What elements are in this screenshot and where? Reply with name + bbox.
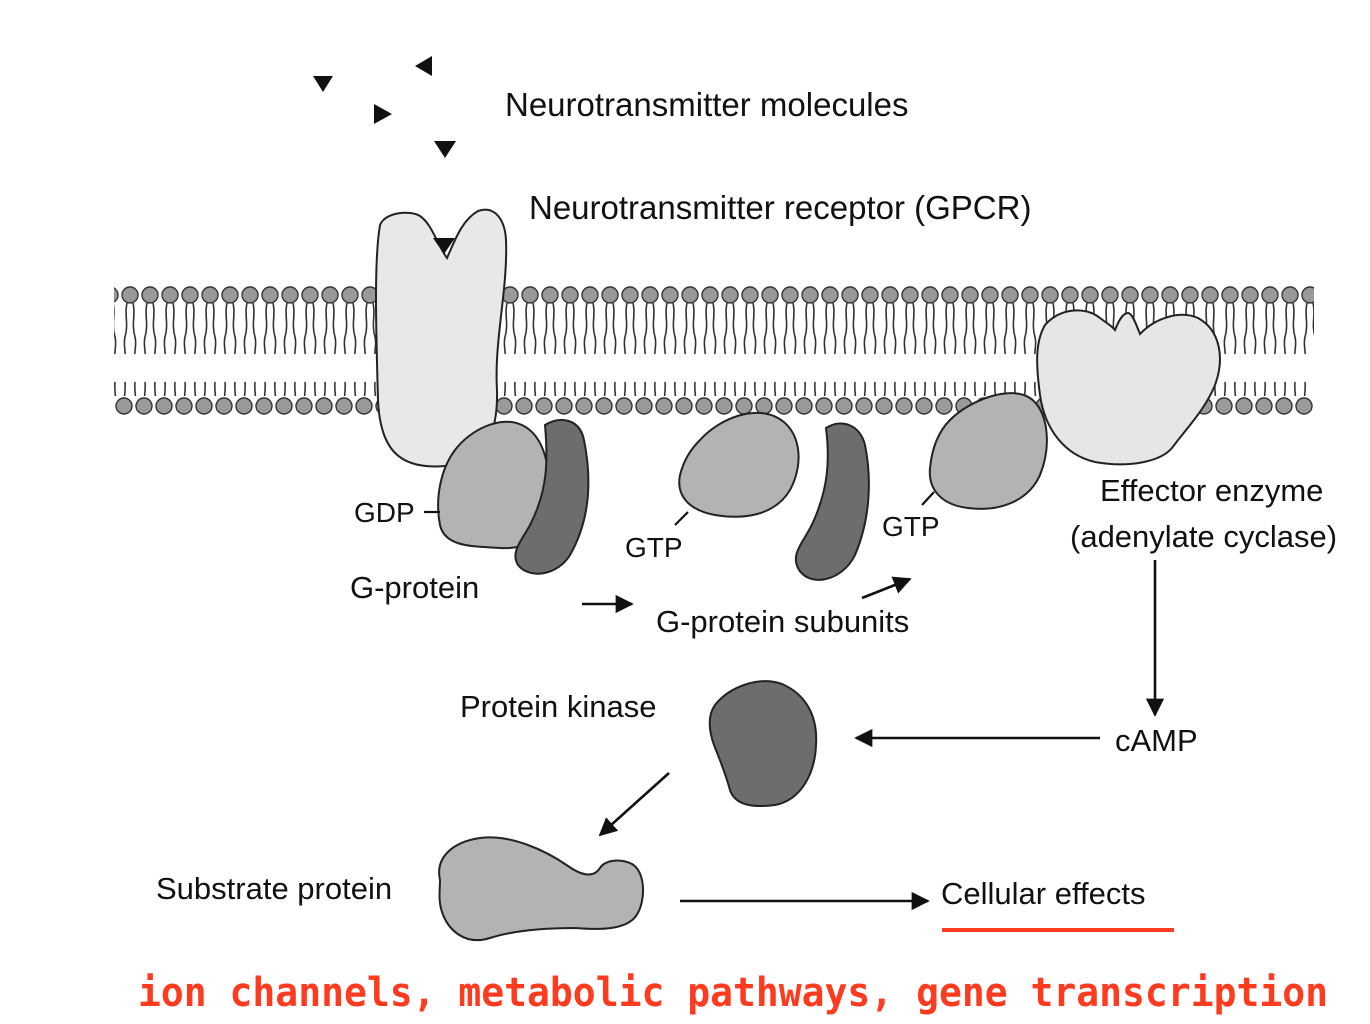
lipid-head: [235, 397, 253, 415]
lipid-head: [1295, 397, 1313, 415]
g-alpha-gtp-bound: [928, 392, 1048, 510]
label-neurotransmitter-receptor: Neurotransmitter receptor (GPCR): [529, 189, 1031, 226]
lipid-head: [615, 397, 633, 415]
lipid-head: [295, 397, 313, 415]
g-alpha-gtp: [678, 411, 800, 518]
lipid-head: [535, 397, 553, 415]
label-effects-examples: ion channels, metabolic pathways, gene t…: [138, 970, 1328, 1016]
lipid-head: [115, 397, 133, 415]
lipid-head: [495, 397, 513, 415]
neurotransmitter-triangle: [434, 141, 456, 158]
label-protein-kinase: Protein kinase: [460, 689, 656, 724]
protein-kinase: [708, 680, 818, 808]
lipid-head: [795, 397, 813, 415]
lipid-head: [1255, 397, 1273, 415]
lipid-head: [215, 397, 233, 415]
g-protein-beta-gamma: [514, 419, 590, 575]
lipid-head: [935, 397, 953, 415]
lipid-head: [855, 397, 873, 415]
gtp-tick-left: [674, 511, 689, 526]
gpcr-receptor: [375, 208, 508, 468]
lipid-head: [815, 397, 833, 415]
substrate-protein: [438, 836, 644, 942]
label-substrate-protein: Substrate protein: [156, 871, 392, 906]
neurotransmitter-molecules: [313, 56, 456, 158]
g-protein-subunits: [674, 392, 1048, 581]
lipid-head: [875, 397, 893, 415]
lipid-head: [255, 397, 273, 415]
neurotransmitter-triangle: [415, 56, 432, 76]
arrow-subunits-to-effector: [861, 576, 912, 600]
lipid-head: [575, 397, 593, 415]
lipid-head: [1215, 397, 1233, 415]
label-gtp-right: GTP: [882, 511, 940, 542]
lipid-head: [1235, 397, 1253, 415]
lipid-head: [135, 397, 153, 415]
lipid-head: [715, 397, 733, 415]
pathway-arrows: [582, 560, 1165, 911]
lipid-head: [755, 397, 773, 415]
label-gtp-left: GTP: [625, 532, 683, 563]
neurotransmitter-triangle: [313, 76, 333, 92]
neurotransmitter-triangle: [374, 104, 392, 124]
label-g-protein-subunits: G-protein subunits: [656, 604, 909, 639]
lipid-head: [775, 397, 793, 415]
label-cellular-effects: Cellular effects: [941, 876, 1145, 911]
gtp-tick-right: [921, 491, 935, 506]
lipid-head: [155, 397, 173, 415]
lipid-head: [355, 397, 373, 415]
lipid-head: [595, 397, 613, 415]
lipid-head: [655, 397, 673, 415]
label-camp: cAMP: [1115, 723, 1198, 758]
g-beta-gamma-free: [795, 422, 870, 581]
lipid-head: [835, 397, 853, 415]
lipid-head: [695, 397, 713, 415]
arrow-kinase-to-substrate: [598, 772, 670, 837]
label-gdp: GDP: [354, 497, 415, 528]
lipid-head: [735, 397, 753, 415]
label-neurotransmitter-molecules: Neurotransmitter molecules: [505, 86, 908, 123]
effector-enzyme-adenylate-cyclase: [1036, 309, 1221, 466]
lipid-head: [675, 397, 693, 415]
lipid-head: [175, 397, 193, 415]
lipid-head: [555, 397, 573, 415]
g-protein-complex: [424, 419, 590, 575]
lipid-head: [275, 397, 293, 415]
lipid-head: [195, 397, 213, 415]
lipid-head: [335, 397, 353, 415]
label-effector-enzyme: Effector enzyme: [1100, 473, 1323, 508]
bound-neurotransmitter: [433, 238, 455, 254]
lipid-head: [1275, 397, 1293, 415]
lipid-head: [895, 397, 913, 415]
lipid-head: [515, 397, 533, 415]
lipid-head: [915, 397, 933, 415]
label-adenylate-cyclase: (adenylate cyclase): [1070, 519, 1337, 554]
label-g-protein: G-protein: [350, 570, 479, 605]
lipid-head: [315, 397, 333, 415]
lipid-head: [635, 397, 653, 415]
